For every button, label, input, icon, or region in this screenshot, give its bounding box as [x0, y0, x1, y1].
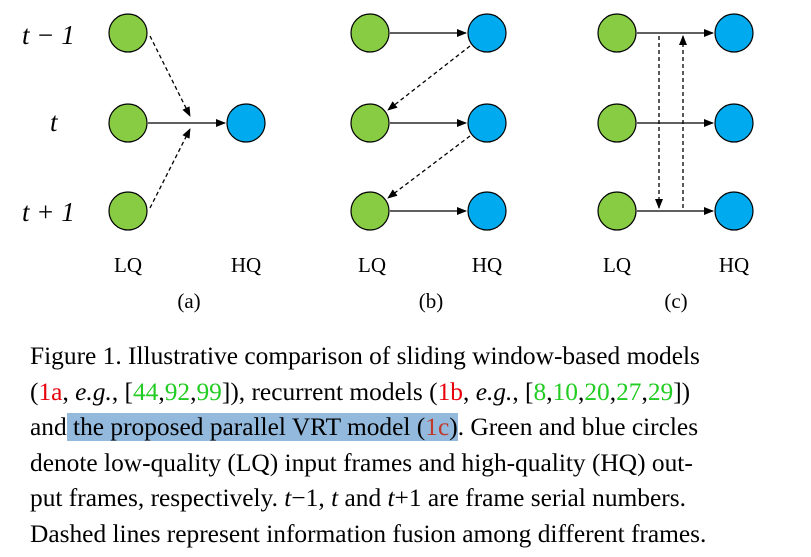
- lq-circle-a-2: [108, 103, 148, 143]
- citation-link-99[interactable]: 99: [196, 377, 222, 406]
- citation-link-44[interactable]: 44: [132, 377, 159, 406]
- lq-circle-b-3: [350, 191, 390, 231]
- lq-label-b: LQ: [358, 253, 386, 277]
- arrow-b-diag-1: [387, 45, 471, 111]
- lq-circle-c-2: [597, 103, 637, 143]
- sub-label-c: (c): [664, 289, 687, 313]
- caption-text: and: [338, 484, 388, 513]
- caption-line-3: and the proposed parallel VRT model (1c)…: [30, 410, 802, 446]
- citation-link-8[interactable]: 8: [533, 377, 547, 406]
- lq-label-c: LQ: [603, 253, 631, 277]
- lq-circle-b-1: [350, 13, 390, 53]
- caption-line-6: Dashed lines represent information fusio…: [30, 517, 802, 553]
- hq-circle-c-1: [714, 13, 754, 53]
- caption-text: ,: [62, 377, 76, 406]
- caption-text: , [: [111, 377, 133, 406]
- caption-text: put frames, respectively.: [30, 484, 285, 513]
- highlighted-text: the proposed parallel VRT model (: [66, 413, 426, 442]
- caption-text: ,: [318, 484, 332, 513]
- hq-label-c: HQ: [719, 253, 749, 277]
- math-t: t: [284, 484, 292, 513]
- caption-text: and: [30, 413, 67, 442]
- lq-circle-a-1: [108, 13, 148, 53]
- math-op: −1: [291, 484, 319, 513]
- lq-label-a: LQ: [114, 253, 142, 277]
- hq-label-a: HQ: [231, 253, 261, 277]
- caption-line-2: (1a, e.g., [44,92,99]), recurrent models…: [30, 377, 691, 406]
- hq-circle-b-1: [467, 13, 507, 53]
- citation-link-20[interactable]: 20: [584, 377, 610, 406]
- hq-circle-b-2: [467, 103, 507, 143]
- panel-c: LQ HQ (c): [597, 13, 754, 313]
- row-label-t-plus-1: t + 1: [22, 197, 75, 227]
- arrow-b-diag-2: [387, 135, 471, 199]
- row-label-t: t: [50, 107, 59, 137]
- citation-link-10[interactable]: 10: [552, 377, 578, 406]
- caption-text: Figure 1. Illustrative comparison of sli…: [30, 342, 700, 370]
- hq-circle-b-3: [467, 191, 507, 231]
- caption-line-1: Figure 1. Illustrative comparison of sli…: [30, 339, 802, 375]
- caption-text: ]): [673, 377, 691, 406]
- arrow-a-top: [149, 35, 191, 117]
- sub-label-a: (a): [177, 289, 200, 313]
- hq-circle-c-3: [714, 191, 754, 231]
- comparison-figure: t − 1 t t + 1 LQ HQ (a) LQ HQ (b): [22, 13, 754, 313]
- ref-link-1b[interactable]: 1b: [437, 377, 463, 406]
- caption-text: , [: [512, 377, 534, 406]
- caption-text: Dashed lines represent information fusio…: [30, 519, 707, 548]
- figure-caption: Figure 1. Illustrative comparison of sli…: [30, 339, 802, 553]
- lq-circle-a-3: [108, 191, 148, 231]
- hq-circle-a: [226, 103, 266, 143]
- highlighted-text: ): [449, 413, 458, 442]
- caption-italic-eg: e.g.: [75, 377, 112, 406]
- math-op: +1: [394, 484, 422, 513]
- caption-text: (: [30, 377, 39, 406]
- lq-circle-c-1: [597, 13, 637, 53]
- math-t: t: [331, 484, 339, 513]
- lq-circle-b-2: [350, 103, 390, 143]
- caption-line-4: denote low-quality (LQ) input frames and…: [30, 446, 802, 482]
- lq-circle-c-3: [597, 191, 637, 231]
- ref-link-1c[interactable]: 1c: [425, 413, 450, 442]
- hq-circle-c-2: [714, 103, 754, 143]
- row-label-t-minus-1: t − 1: [22, 20, 75, 50]
- panel-b: LQ HQ (b): [350, 13, 507, 313]
- highlighted-selection[interactable]: the proposed parallel VRT model (1c): [66, 413, 458, 442]
- math-t: t: [387, 484, 395, 513]
- citation-link-92[interactable]: 92: [164, 377, 191, 406]
- ref-link-1a[interactable]: 1a: [38, 377, 63, 406]
- caption-text: . Green and blue circles: [457, 413, 699, 442]
- arrow-a-bottom: [149, 128, 191, 209]
- caption-text: are frame serial numbers.: [421, 484, 686, 513]
- citation-link-29[interactable]: 29: [647, 377, 674, 406]
- citation-link-27[interactable]: 27: [616, 377, 642, 406]
- hq-label-b: HQ: [472, 253, 502, 277]
- caption-text: ,: [462, 377, 476, 406]
- panel-a: LQ HQ (a): [108, 13, 266, 313]
- sub-label-b: (b): [419, 289, 444, 313]
- caption-line-5: put frames, respectively. t−1, t and t+1…: [30, 481, 802, 517]
- caption-italic-eg: e.g.: [475, 377, 513, 406]
- caption-text: denote low-quality (LQ) input frames and…: [30, 448, 693, 477]
- caption-text: ]), recurrent models (: [221, 377, 438, 406]
